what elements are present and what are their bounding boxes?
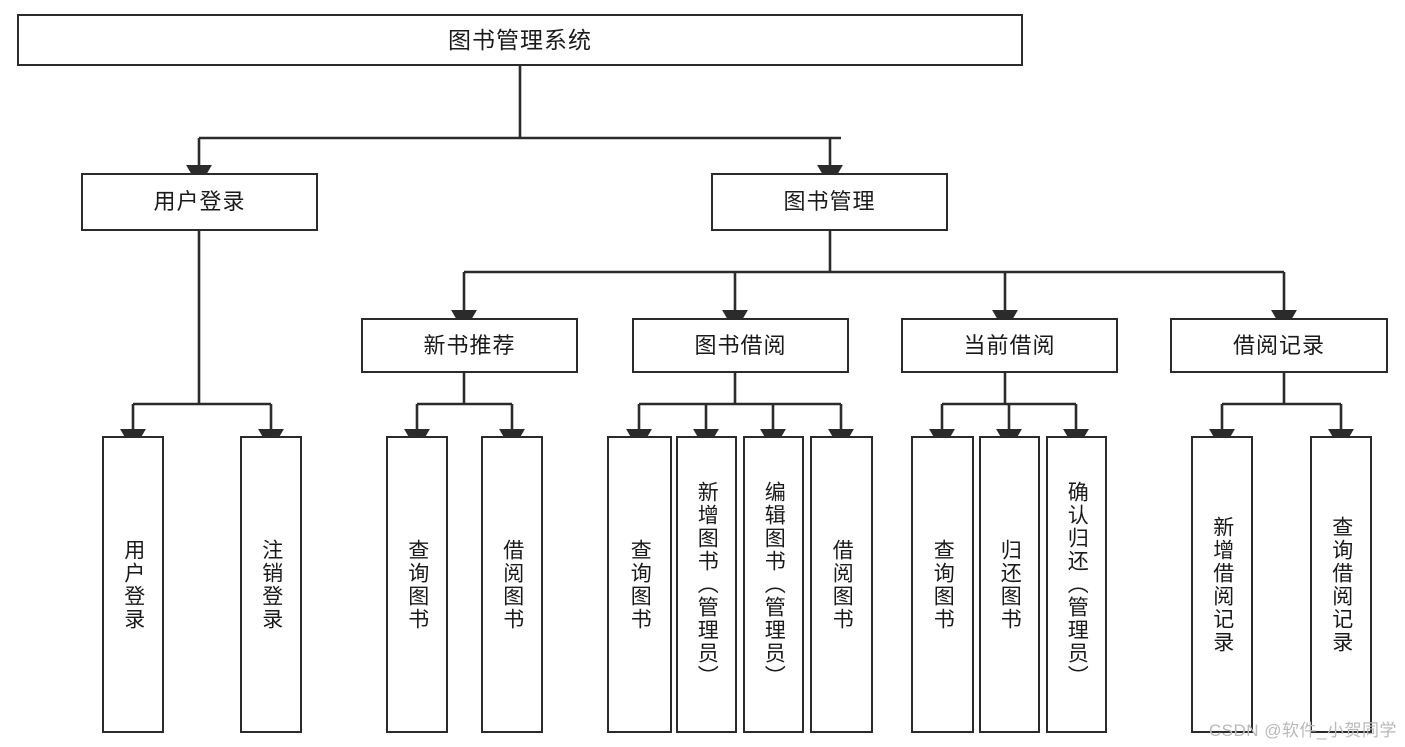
node-borrow-record[interactable]: 借阅记录 xyxy=(1170,318,1388,373)
leaf-logout-label: 注销登录 xyxy=(259,538,283,631)
leaf-query-borrow-record-label: 查询借阅记录 xyxy=(1329,515,1353,654)
leaf-query-book-current[interactable]: 查询图书 xyxy=(911,436,974,733)
leaf-add-book-admin[interactable]: 新增图书（管理员） xyxy=(676,436,737,733)
leaf-query-book-current-label: 查询图书 xyxy=(931,538,955,631)
leaf-borrow-book-newbook[interactable]: 借阅图书 xyxy=(481,436,543,733)
leaf-confirm-return-admin-label: 确认归还（管理员） xyxy=(1065,481,1089,688)
leaf-add-borrow-record[interactable]: 新增借阅记录 xyxy=(1191,436,1253,733)
leaf-edit-book-admin-label: 编辑图书（管理员） xyxy=(762,481,786,688)
node-root[interactable]: 图书管理系统 xyxy=(17,14,1023,66)
leaf-logout[interactable]: 注销登录 xyxy=(240,436,302,733)
node-book-management-label: 图书管理 xyxy=(783,189,876,215)
leaf-user-login[interactable]: 用户登录 xyxy=(102,436,164,733)
node-current-borrow[interactable]: 当前借阅 xyxy=(901,318,1118,373)
leaf-query-book-borrow[interactable]: 查询图书 xyxy=(607,436,672,733)
leaf-user-login-label: 用户登录 xyxy=(121,538,145,631)
leaf-add-borrow-record-label: 新增借阅记录 xyxy=(1210,515,1234,654)
node-new-book-recommend-label: 新书推荐 xyxy=(423,332,516,358)
leaf-query-book-newbook-label: 查询图书 xyxy=(405,538,429,631)
node-new-book-recommend[interactable]: 新书推荐 xyxy=(361,318,578,373)
leaf-borrow-book-borrow-label: 借阅图书 xyxy=(830,538,854,631)
leaf-return-book[interactable]: 归还图书 xyxy=(979,436,1040,733)
leaf-borrow-book-borrow[interactable]: 借阅图书 xyxy=(810,436,873,733)
leaf-query-borrow-record[interactable]: 查询借阅记录 xyxy=(1310,436,1372,733)
node-user-login-label: 用户登录 xyxy=(153,189,246,215)
leaf-add-book-admin-label: 新增图书（管理员） xyxy=(695,481,719,688)
leaf-query-book-newbook[interactable]: 查询图书 xyxy=(386,436,448,733)
node-user-login[interactable]: 用户登录 xyxy=(81,173,318,231)
leaf-return-book-label: 归还图书 xyxy=(998,538,1022,631)
leaf-borrow-book-newbook-label: 借阅图书 xyxy=(500,538,524,631)
node-book-borrow-label: 图书借阅 xyxy=(694,332,787,358)
node-book-borrow[interactable]: 图书借阅 xyxy=(632,318,849,373)
node-root-label: 图书管理系统 xyxy=(448,26,592,53)
node-book-management[interactable]: 图书管理 xyxy=(711,173,948,231)
leaf-confirm-return-admin[interactable]: 确认归还（管理员） xyxy=(1046,436,1107,733)
leaf-query-book-borrow-label: 查询图书 xyxy=(628,538,652,631)
node-current-borrow-label: 当前借阅 xyxy=(963,332,1056,358)
node-borrow-record-label: 借阅记录 xyxy=(1232,332,1325,358)
leaf-edit-book-admin[interactable]: 编辑图书（管理员） xyxy=(743,436,804,733)
